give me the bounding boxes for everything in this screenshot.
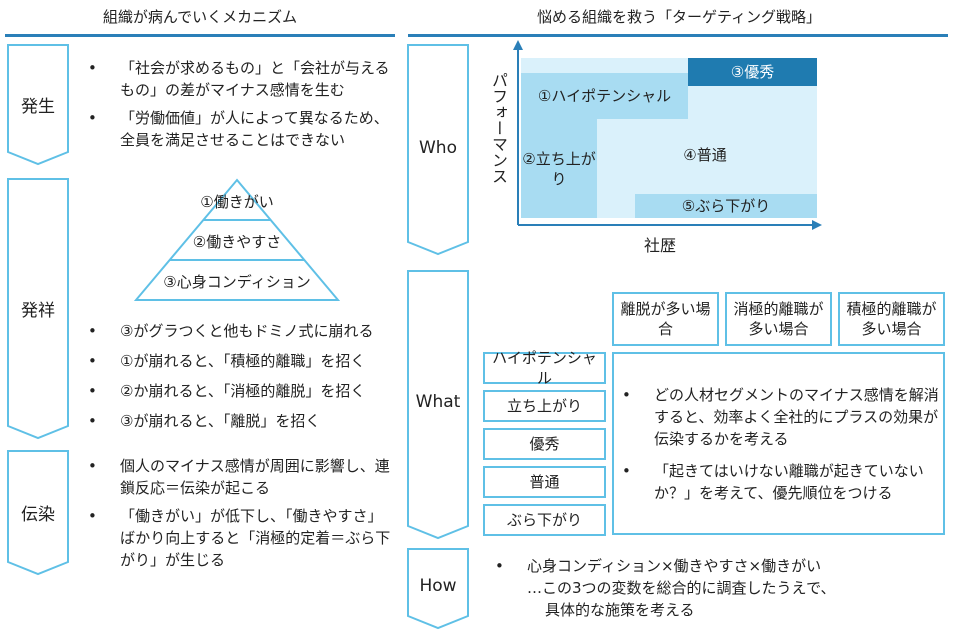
stage-chevron-who <box>407 44 469 256</box>
how-line-3: 具体的な施策を考える <box>545 601 695 619</box>
hassei-bullets: 「社会が求めるもの」と「会社が与えるもの」の差がマイナス感情を生む 「労働価値」… <box>88 57 393 157</box>
densen-bullet: 「働きがい」が低下し、「働きやすさ」ばかり向上すると「消極的定着＝ぶら下がり」が… <box>88 505 393 571</box>
hassei-bullet: 「社会が求めるもの」と「会社が与えるもの」の差がマイナス感情を生む <box>88 57 393 101</box>
hassho-bullet: ③が崩れると、「離脱」を招く <box>88 410 393 432</box>
what-bullet: 「起きてはいけない離職が起きていないか？」を考えて、優先順位をつける <box>622 460 940 504</box>
matrix-x-axis-label: 社歴 <box>643 236 676 255</box>
stage-chevron-hassho <box>7 178 69 440</box>
what-header-passive: 消極的離職が多い場合 <box>725 292 832 346</box>
stage-label-how: How <box>419 576 457 596</box>
hassei-bullet: 「労働価値」が人によって異なるため、全員を満足させることはできない <box>88 107 393 151</box>
segment-hanging: ⑤ぶら下がり <box>635 194 817 218</box>
segment-normal: ④普通 <box>683 146 727 164</box>
stage-chevron-what <box>407 270 469 540</box>
motivation-pyramid <box>134 178 340 301</box>
stage-chevron-how <box>407 548 469 630</box>
right-title-rule <box>408 34 948 37</box>
stage-chevron-hassei <box>7 44 69 166</box>
what-explanation-panel <box>612 352 945 535</box>
how-bullet: 心身コンディション×働きやすさ×働きがい <box>495 555 945 577</box>
how-line-2: …この3つの変数を総合的に調査したうえで、 <box>527 579 836 597</box>
pyramid-level-2: ②働きやすさ <box>192 233 282 251</box>
hassho-bullet: ②か崩れると、「消極的離脱」を招く <box>88 380 393 402</box>
what-segment-high-potential: ハイポテンシャル <box>483 349 606 387</box>
how-bullets: 心身コンディション×働きやすさ×働きがい <box>495 555 945 577</box>
stage-label-hassho: 発祥 <box>21 301 55 321</box>
pyramid-level-1: ①働きがい <box>200 193 274 211</box>
left-title-rule <box>5 34 395 37</box>
what-header-active: 積極的離職が多い場合 <box>838 292 945 346</box>
pyramid-level-3: ③心身コンディション <box>163 273 311 291</box>
stage-chevron-densen <box>7 450 69 576</box>
matrix-y-axis-label: パフォーマンス <box>489 72 508 184</box>
segment-high-potential: ①ハイポテンシャル <box>521 73 688 119</box>
what-segment-rising: 立ち上がり <box>483 390 606 422</box>
segment-excellent: ③優秀 <box>688 58 817 86</box>
densen-bullet: 個人のマイナス感情が周囲に影響し、連鎖反応＝伝染が起こる <box>88 455 393 499</box>
what-bullet: どの人材セグメントのマイナス感情を解消すると、効率よく全社的にプラスの効果が伝染… <box>622 384 940 450</box>
matrix-axes <box>513 40 822 230</box>
stage-label-densen: 伝染 <box>21 505 55 525</box>
what-segment-excellent: 優秀 <box>483 428 606 460</box>
densen-bullets: 個人のマイナス感情が周囲に影響し、連鎖反応＝伝染が起こる 「働きがい」が低下し、… <box>88 455 393 577</box>
hassho-bullet: ①が崩れると、「積極的離職」を招く <box>88 350 393 372</box>
what-segment-hanging: ぶら下がり <box>483 504 606 536</box>
stage-label-what: What <box>415 392 461 412</box>
what-bullets: どの人材セグメントのマイナス感情を解消すると、効率よく全社的にプラスの効果が伝染… <box>622 384 940 510</box>
stage-label-hassei: 発生 <box>21 97 55 117</box>
right-title: 悩める組織を救う「ターゲティング戦略」 <box>536 8 822 26</box>
hassho-bullet: ③がグラつくと他もドミノ式に崩れる <box>88 320 393 342</box>
stage-label-who: Who <box>419 138 457 158</box>
what-header-leaving: 離脱が多い場合 <box>612 292 719 346</box>
segment-rising: ②立ち上がり <box>521 119 597 218</box>
hassho-bullets: ③がグラつくと他もドミノ式に崩れる ①が崩れると、「積極的離職」を招く ②か崩れ… <box>88 320 393 440</box>
left-title: 組織が病んでいくメカニズム <box>102 8 298 26</box>
what-segment-normal: 普通 <box>483 466 606 498</box>
